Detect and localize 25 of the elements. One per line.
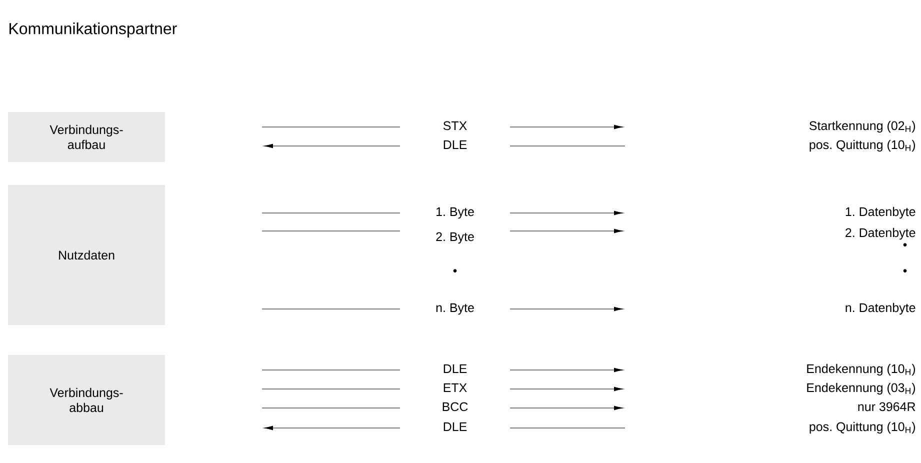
message-label: DLE [400,418,510,438]
message-label: BCC [400,398,510,418]
heading: Kommunikationspartner [10,22,177,38]
message-label: DLE [400,136,510,156]
message-label: DLE [400,360,510,380]
description-text: Endekennung (10$_{H}$) [807,364,916,376]
description-text: Endekennung (03$_{H}$) [807,382,916,395]
phase-box: Verbindungs- abbau [8,355,166,445]
message-label: n. Byte [400,300,510,318]
description-text: Startkennung (02$_{H}$) [809,120,916,133]
message-label: 2. Byte [400,228,510,248]
message-label: STX [400,118,510,136]
ellipsis-dot: • [453,269,457,272]
description-text: pos. Quittung (10$_{H}$) [810,140,916,152]
message-label: 1. Byte [400,204,510,222]
description-text: 1. Datenbyte [846,206,916,219]
description-text: pos. Quittung (10$_{H}$) [810,422,916,434]
description-text: 2. Datenbyte [846,228,916,240]
phase-box: Nutzdaten [8,185,166,325]
message-label: ETX [400,380,510,398]
ellipsis-dot: • [903,269,907,272]
ellipsis-dot: • [903,243,907,246]
description-text: nur 3964R [858,402,916,412]
phase-box: Verbindungs- aufbau [8,112,166,162]
description-text: n. Datenbyte [846,302,916,315]
